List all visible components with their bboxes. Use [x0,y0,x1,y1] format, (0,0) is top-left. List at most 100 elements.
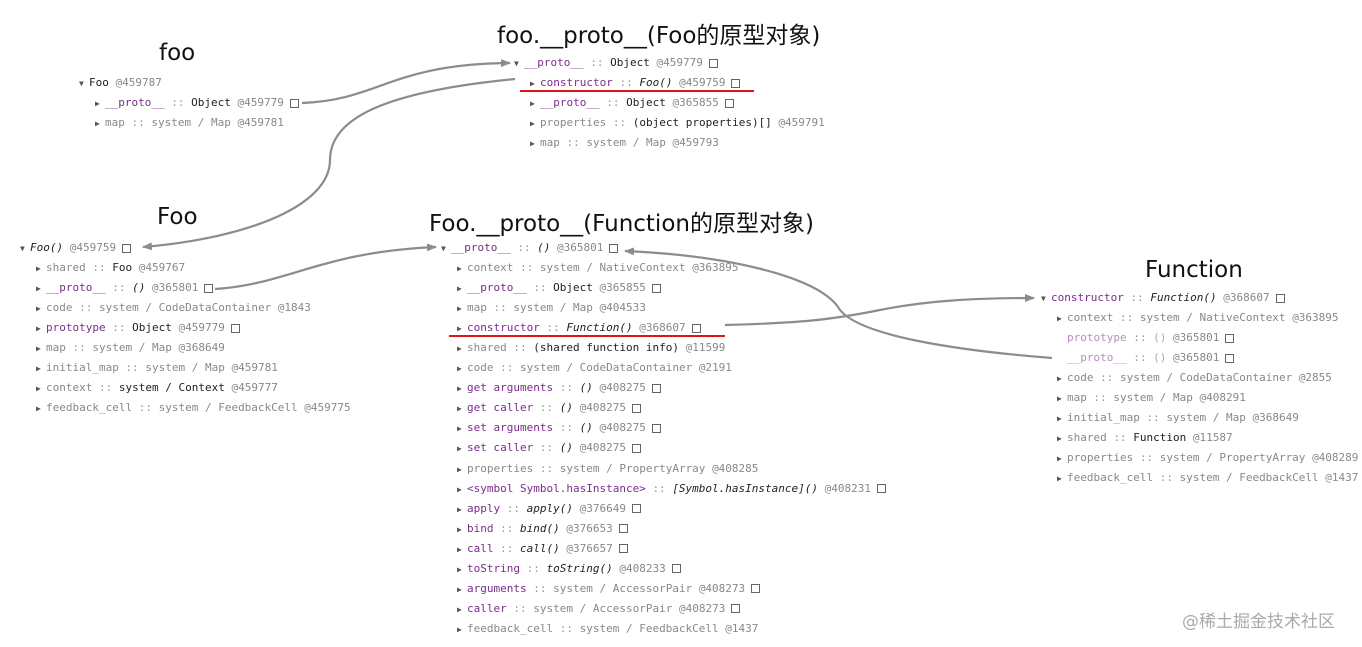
collapsed-triangle-icon[interactable]: ▶ [457,484,462,494]
collapsed-triangle-icon[interactable]: ▶ [457,624,462,634]
collapsed-triangle-icon[interactable]: ▶ [457,524,462,534]
reveal-box-icon[interactable] [289,98,299,108]
reveal-box-icon[interactable] [1225,353,1235,363]
collapsed-triangle-icon[interactable]: ▶ [1057,474,1062,484]
tree-row[interactable]: ▶__proto__ :: Object @365855 [441,278,886,298]
collapsed-triangle-icon[interactable]: ▶ [457,444,462,454]
reveal-box-icon[interactable] [618,544,628,554]
tree-row[interactable]: ▶initial_map :: system / Map @459781 [20,358,351,378]
collapsed-triangle-icon[interactable]: ▶ [36,344,41,354]
collapsed-triangle-icon[interactable]: ▶ [457,564,462,574]
collapsed-triangle-icon[interactable]: ▶ [457,404,462,414]
collapsed-triangle-icon[interactable]: ▶ [530,139,535,149]
collapsed-triangle-icon[interactable]: ▶ [1057,374,1062,384]
collapsed-triangle-icon[interactable]: ▶ [1057,314,1062,324]
tree-row[interactable]: ▼__proto__ :: Object @459779 [514,53,825,73]
tree-row[interactable]: ▶set arguments :: () @408275 [441,418,886,438]
reveal-box-icon[interactable] [230,323,240,333]
collapsed-triangle-icon[interactable]: ▶ [457,464,462,474]
tree-row[interactable]: ▶map :: system / Map @408291 [1041,388,1358,408]
collapsed-triangle-icon[interactable]: ▶ [1057,434,1062,444]
tree-row[interactable]: ▼constructor :: Function() @368607 [1041,288,1358,308]
expanded-triangle-icon[interactable]: ▼ [514,59,519,68]
reveal-box-icon[interactable] [631,504,641,514]
tree-row[interactable]: ▶get arguments :: () @408275 [441,378,886,398]
tree-row[interactable]: ▶constructor :: Foo() @459759 [514,73,825,93]
tree-row[interactable]: ▶shared :: Function @11587 [1041,428,1358,448]
tree-row[interactable]: __proto__ :: () @365801 [1041,348,1358,368]
collapsed-triangle-icon[interactable]: ▶ [36,324,41,334]
collapsed-triangle-icon[interactable]: ▶ [457,424,462,434]
tree-row[interactable]: ▶caller :: system / AccessorPair @408273 [441,599,886,619]
reveal-box-icon[interactable] [618,524,628,534]
reveal-box-icon[interactable] [651,423,661,433]
reveal-box-icon[interactable] [691,323,701,333]
collapsed-triangle-icon[interactable]: ▶ [1057,454,1062,464]
tree-row[interactable]: ▶set caller :: () @408275 [441,438,886,458]
reveal-box-icon[interactable] [122,243,132,253]
reveal-box-icon[interactable] [708,58,718,68]
tree-row[interactable]: ▶bind :: bind() @376653 [441,519,886,539]
collapsed-triangle-icon[interactable]: ▶ [457,364,462,374]
tree-row[interactable]: ▶shared :: (shared function info) @11599 [441,338,886,358]
collapsed-triangle-icon[interactable]: ▶ [36,364,41,374]
collapsed-triangle-icon[interactable]: ▶ [457,284,462,294]
tree-row[interactable]: ▶context :: system / NativeContext @3638… [1041,308,1358,328]
tree-row[interactable]: ▶toString :: toString() @408233 [441,559,886,579]
tree-row[interactable]: ▶arguments :: system / AccessorPair @408… [441,579,886,599]
tree-row[interactable]: ▶feedback_cell :: system / FeedbackCell … [441,619,886,639]
tree-row[interactable]: ▶properties :: system / PropertyArray @4… [441,459,886,479]
collapsed-triangle-icon[interactable]: ▶ [457,544,462,554]
collapsed-triangle-icon[interactable]: ▶ [36,384,41,394]
collapsed-triangle-icon[interactable]: ▶ [530,99,535,109]
reveal-box-icon[interactable] [631,403,641,413]
collapsed-triangle-icon[interactable]: ▶ [457,344,462,354]
tree-row[interactable]: ▼Foo @459787 [79,73,299,93]
reveal-box-icon[interactable] [651,283,661,293]
tree-row[interactable]: ▶shared :: Foo @459767 [20,258,351,278]
collapsed-triangle-icon[interactable]: ▶ [1057,414,1062,424]
reveal-box-icon[interactable] [731,604,741,614]
tree-row[interactable]: ▶context :: system / NativeContext @3638… [441,258,886,278]
collapsed-triangle-icon[interactable]: ▶ [1057,394,1062,404]
tree-row[interactable]: ▶code :: system / CodeDataContainer @219… [441,358,886,378]
tree-row[interactable]: ▶apply :: apply() @376649 [441,499,886,519]
tree-row[interactable]: ▼__proto__ :: () @365801 [441,238,886,258]
collapsed-triangle-icon[interactable]: ▶ [457,584,462,594]
tree-row[interactable]: ▶constructor :: Function() @368607 [441,318,886,338]
tree-row[interactable]: ▶feedback_cell :: system / FeedbackCell … [20,398,351,418]
tree-row[interactable]: ▶map :: system / Map @459793 [514,133,825,153]
reveal-box-icon[interactable] [651,383,661,393]
tree-row[interactable]: prototype :: () @365801 [1041,328,1358,348]
collapsed-triangle-icon[interactable]: ▶ [457,304,462,314]
tree-row[interactable]: ▶__proto__ :: Object @365855 [514,93,825,113]
tree-row[interactable]: ▶get caller :: () @408275 [441,398,886,418]
tree-row[interactable]: ▶<symbol Symbol.hasInstance> :: [Symbol.… [441,479,886,499]
reveal-box-icon[interactable] [751,584,761,594]
tree-row[interactable]: ▼Foo() @459759 [20,238,351,258]
tree-row[interactable]: ▶code :: system / CodeDataContainer @285… [1041,368,1358,388]
collapsed-triangle-icon[interactable]: ▶ [36,404,41,414]
collapsed-triangle-icon[interactable]: ▶ [457,324,462,334]
collapsed-triangle-icon[interactable]: ▶ [36,304,41,314]
tree-row[interactable]: ▶map :: system / Map @404533 [441,298,886,318]
reveal-box-icon[interactable] [1275,293,1285,303]
collapsed-triangle-icon[interactable]: ▶ [530,79,535,89]
collapsed-triangle-icon[interactable]: ▶ [457,264,462,274]
reveal-box-icon[interactable] [724,98,734,108]
expanded-triangle-icon[interactable]: ▼ [20,244,25,253]
collapsed-triangle-icon[interactable]: ▶ [36,284,41,294]
collapsed-triangle-icon[interactable]: ▶ [530,119,535,129]
reveal-box-icon[interactable] [671,564,681,574]
collapsed-triangle-icon[interactable]: ▶ [95,99,100,109]
tree-row[interactable]: ▶code :: system / CodeDataContainer @184… [20,298,351,318]
tree-row[interactable]: ▶__proto__ :: Object @459779 [79,93,299,113]
tree-row[interactable]: ▶prototype :: Object @459779 [20,318,351,338]
expanded-triangle-icon[interactable]: ▼ [1041,294,1046,303]
reveal-box-icon[interactable] [631,443,641,453]
reveal-box-icon[interactable] [609,243,619,253]
tree-row[interactable]: ▶context :: system / Context @459777 [20,378,351,398]
reveal-box-icon[interactable] [1225,333,1235,343]
collapsed-triangle-icon[interactable]: ▶ [95,119,100,129]
collapsed-triangle-icon[interactable]: ▶ [457,504,462,514]
